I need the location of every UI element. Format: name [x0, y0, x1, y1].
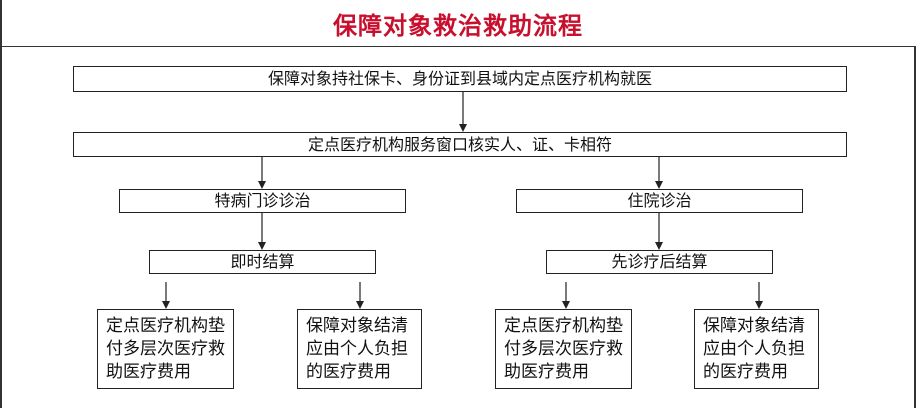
outcome-label-1: 定点医疗机构垫付多层次医疗救助医疗费用 — [106, 315, 225, 382]
step2-label: 定点医疗机构服务窗口核实人、证、卡相符 — [307, 134, 612, 154]
left-branch-box: 特病门诊诊治 — [119, 189, 406, 213]
left-border — [0, 0, 2, 408]
outcome-box-2: 保障对象结清应由个人负担的医疗费用 — [297, 309, 422, 389]
outcome-box-3: 定点医疗机构垫付多层次医疗救助医疗费用 — [495, 309, 632, 389]
right-settle-label: 先诊疗后结算 — [611, 252, 708, 272]
title-divider — [0, 46, 916, 47]
outcome-label-4: 保障对象结清应由个人负担的医疗费用 — [703, 315, 805, 382]
flowchart-title: 保障对象救治救助流程 — [333, 11, 583, 40]
outcome-label-2: 保障对象结清应由个人负担的医疗费用 — [306, 315, 408, 382]
outcome-box-4: 保障对象结清应由个人负担的医疗费用 — [694, 309, 819, 389]
step1-label: 保障对象持社保卡、身份证到县域内定点医疗机构就医 — [267, 69, 652, 89]
outcome-box-1: 定点医疗机构垫付多层次医疗救助医疗费用 — [97, 309, 234, 389]
left-settle-box: 即时结算 — [149, 250, 376, 274]
right-branch-label: 住院诊治 — [627, 191, 692, 211]
right-settle-box: 先诊疗后结算 — [546, 250, 773, 274]
left-branch-label: 特病门诊诊治 — [214, 191, 311, 211]
step2-box: 定点医疗机构服务窗口核实人、证、卡相符 — [73, 132, 847, 157]
right-branch-box: 住院诊治 — [516, 189, 803, 213]
right-border — [914, 46, 916, 408]
left-settle-label: 即时结算 — [230, 252, 295, 272]
outcome-label-3: 定点医疗机构垫付多层次医疗救助医疗费用 — [504, 315, 623, 382]
step1-box: 保障对象持社保卡、身份证到县域内定点医疗机构就医 — [73, 66, 847, 92]
